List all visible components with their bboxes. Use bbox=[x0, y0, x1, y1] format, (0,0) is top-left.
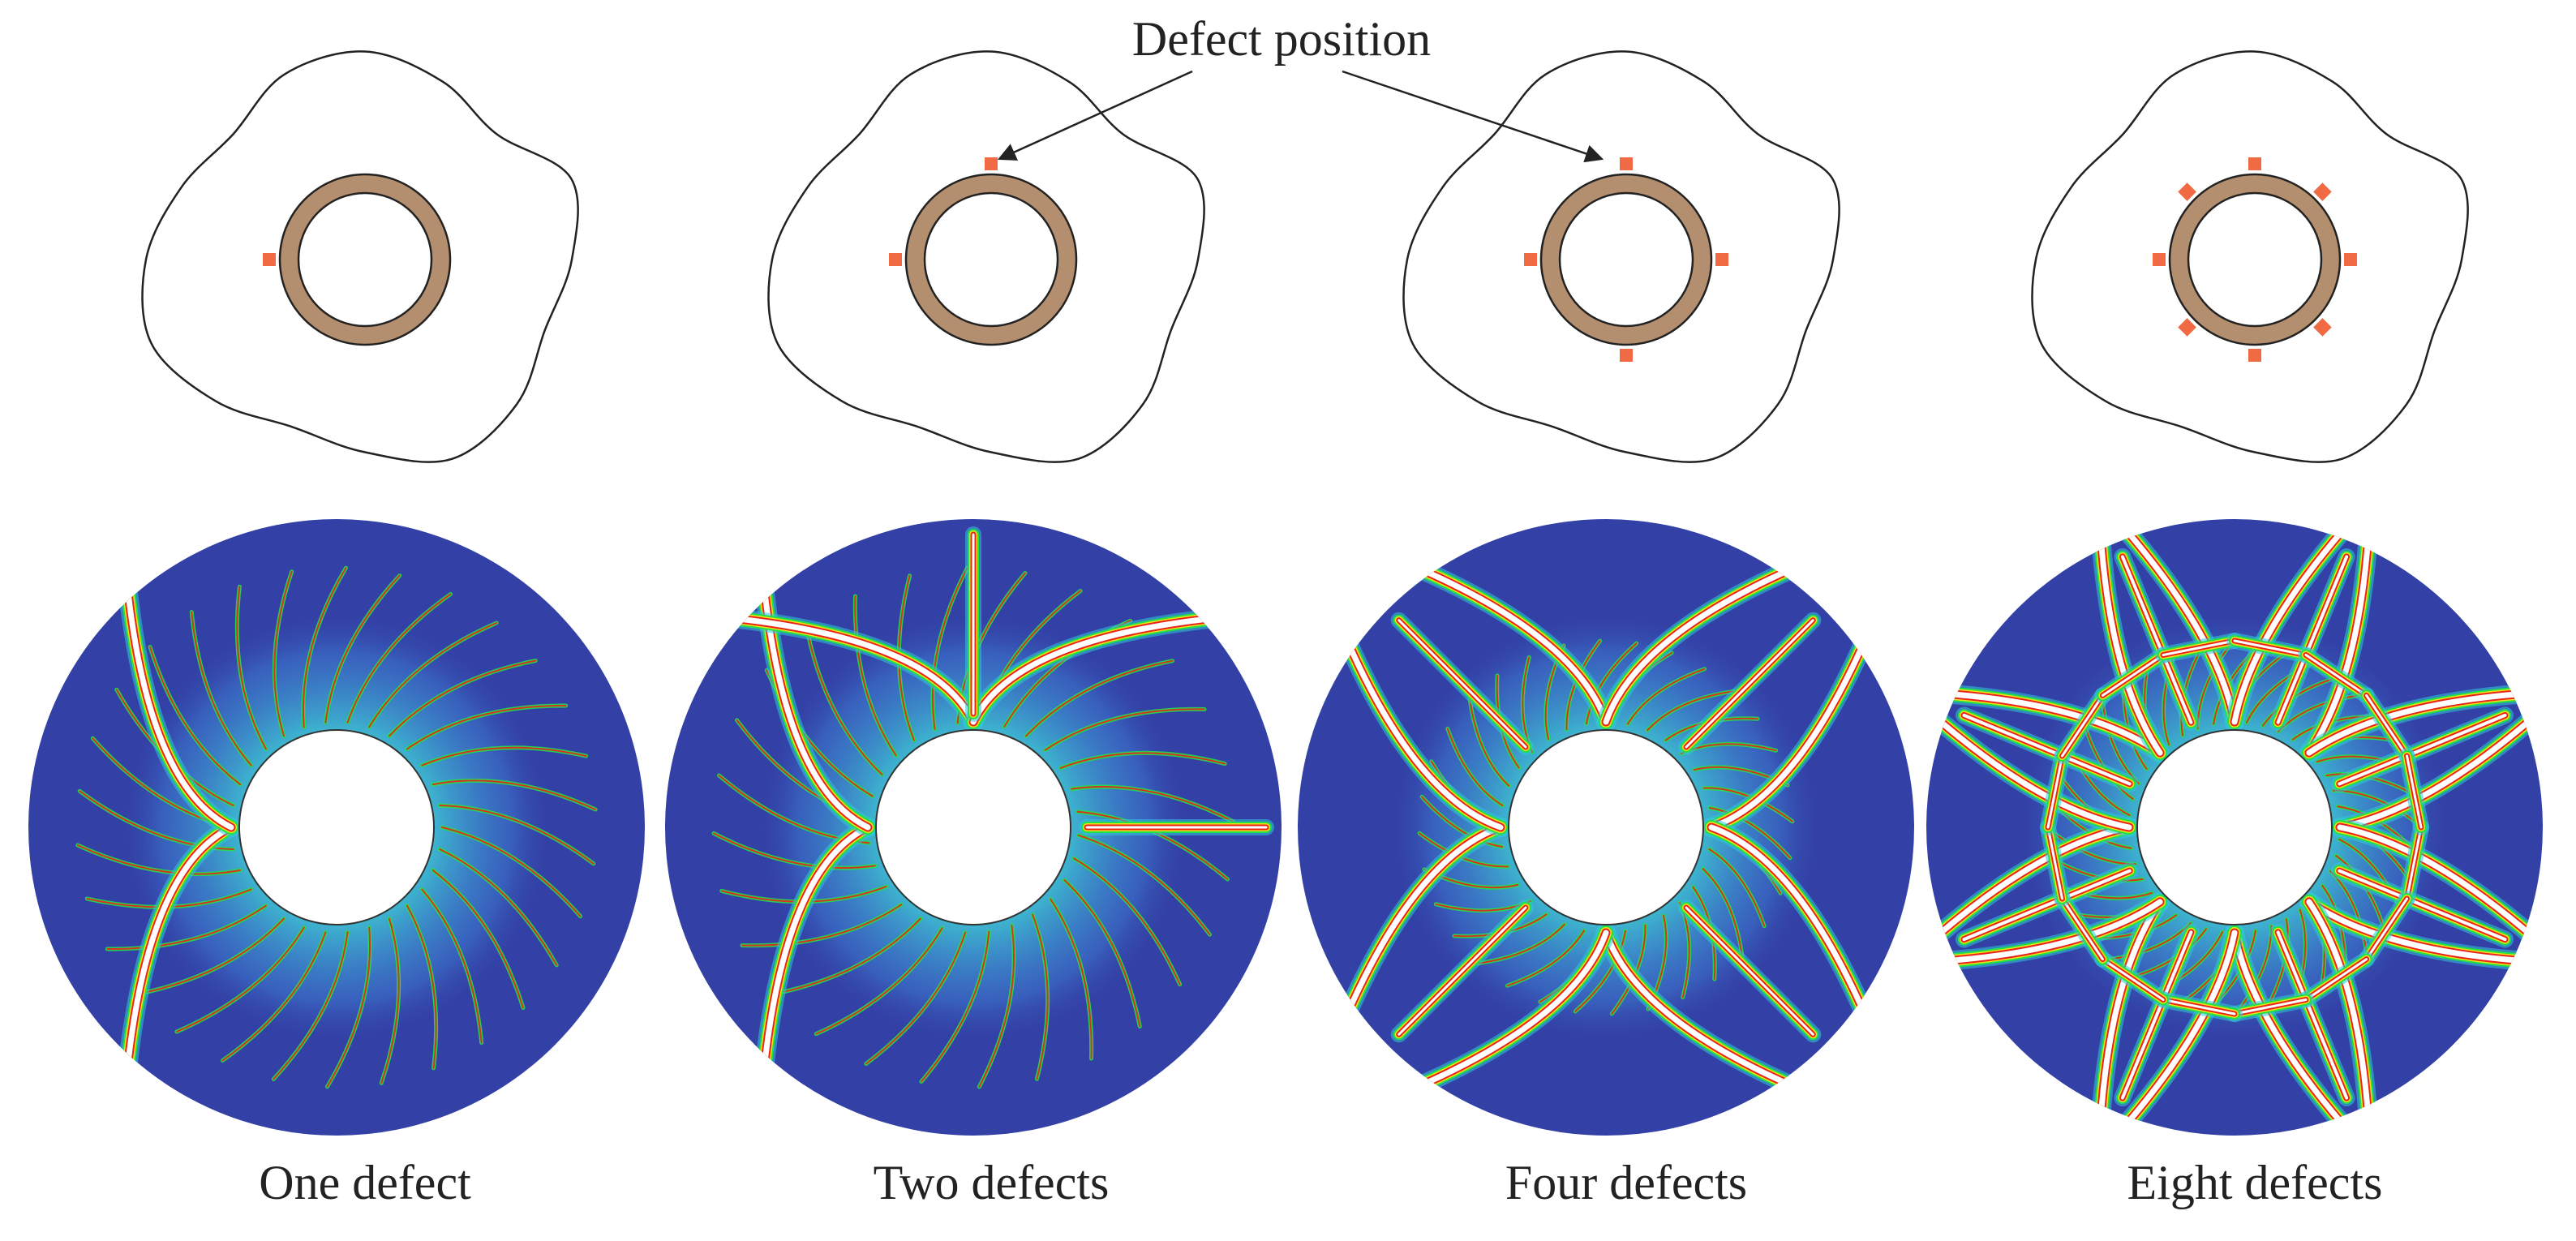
defect-marker bbox=[2313, 318, 2332, 337]
defect-marker bbox=[1715, 253, 1728, 266]
defect-marker bbox=[1620, 349, 1633, 362]
defect-marker bbox=[985, 157, 998, 170]
defect-marker bbox=[2178, 182, 2196, 201]
schematic-row bbox=[141, 50, 2469, 463]
arrow-to-four-defects bbox=[1342, 70, 1604, 163]
simulation-row bbox=[28, 519, 2543, 1136]
defect-marker bbox=[263, 253, 276, 266]
defect-marker bbox=[1620, 157, 1633, 170]
tunnel-opening bbox=[1558, 191, 1694, 328]
defect-marker bbox=[2178, 318, 2196, 337]
caption-two-defects: Two defects bbox=[874, 1156, 1110, 1209]
schematic-panel bbox=[2031, 50, 2469, 463]
excavation bbox=[2136, 729, 2333, 925]
outer-boundary bbox=[2031, 50, 2469, 463]
defect-position-label: Defect position bbox=[1132, 12, 1431, 66]
caption-one-defect: One defect bbox=[259, 1156, 471, 1209]
schematic-panel bbox=[141, 50, 579, 463]
defect-position-arrows bbox=[997, 70, 1604, 163]
defect-marker bbox=[2248, 157, 2261, 170]
defect-marker bbox=[2313, 182, 2332, 201]
schematic-panel bbox=[1402, 50, 1840, 463]
caption-four-defects: Four defects bbox=[1505, 1156, 1747, 1209]
defect-marker bbox=[2248, 349, 2261, 362]
outer-boundary bbox=[767, 50, 1205, 463]
simulation-panel bbox=[665, 519, 1282, 1136]
defect-marker bbox=[1524, 253, 1537, 266]
defect-marker bbox=[2153, 253, 2166, 266]
simulation-panel bbox=[28, 519, 645, 1136]
simulation-panel bbox=[1298, 519, 1914, 1136]
tunnel-opening bbox=[923, 191, 1059, 328]
defect-marker bbox=[2344, 253, 2357, 266]
excavation bbox=[1508, 729, 1704, 925]
outer-boundary bbox=[141, 50, 579, 463]
tunnel-opening bbox=[2187, 191, 2323, 328]
outer-boundary bbox=[1402, 50, 1840, 463]
excavation bbox=[238, 729, 435, 925]
schematic-panel bbox=[767, 50, 1205, 463]
arrow-to-two-defects bbox=[997, 70, 1193, 161]
simulation-panel bbox=[1926, 519, 2543, 1136]
excavation bbox=[875, 729, 1071, 925]
defect-marker bbox=[889, 253, 902, 266]
caption-eight-defects: Eight defects bbox=[2127, 1156, 2383, 1209]
tunnel-opening bbox=[297, 191, 433, 328]
